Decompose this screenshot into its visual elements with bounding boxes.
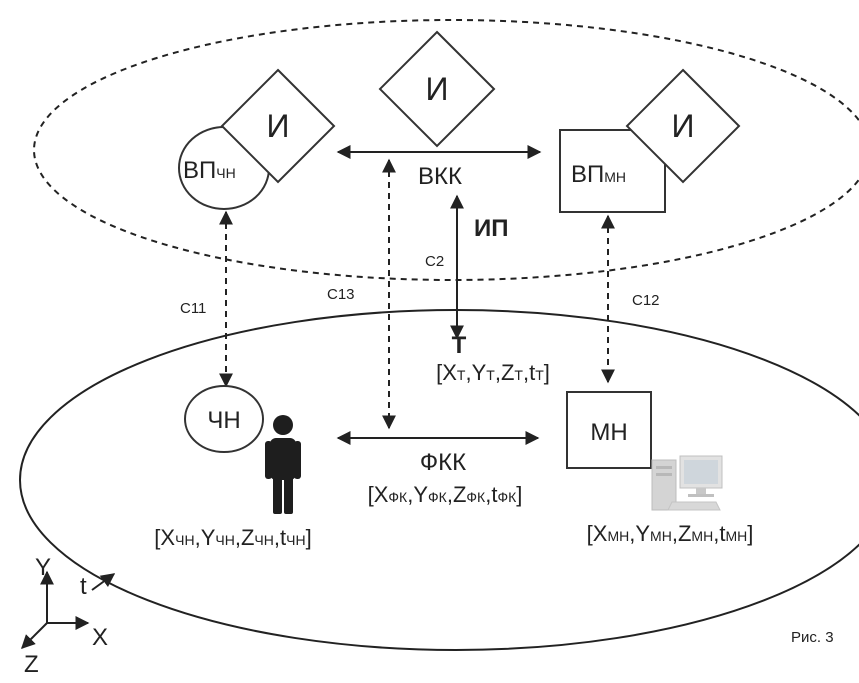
fk-coords: [XФК,YФК,ZФК,tФК] [368, 482, 523, 507]
c11-label: С11 [180, 300, 206, 317]
axis-z-label: Z [24, 651, 39, 678]
chn-circle [184, 385, 264, 453]
figure-caption: Рис. 3 [791, 629, 834, 646]
axis-t-label: t [80, 573, 87, 600]
i-left-label: И [267, 108, 290, 144]
mn-label: МН [590, 419, 627, 446]
vkk-label: ВКК [418, 163, 462, 190]
fkk-label: ФКК [420, 449, 466, 476]
i-center-label: И [426, 71, 449, 107]
c13-label: С13 [327, 286, 355, 303]
vp-chn-main: ВП [183, 157, 216, 184]
c12-label: С12 [632, 292, 660, 309]
chn-coords: [XЧН,YЧН,ZЧН,tЧН] [154, 525, 311, 550]
vp-chn-label: ВПЧН [183, 157, 236, 184]
person-icon [265, 415, 301, 514]
coordinate-axes: Y X Z t [21, 554, 116, 678]
i-right-label: И [672, 108, 695, 144]
vp-mn-label: ВПМН [571, 161, 626, 188]
axis-x-label: X [92, 624, 108, 651]
t-coords: [XТ,YТ,ZТ,tТ] [436, 360, 550, 385]
c2-label: С2 [425, 253, 444, 270]
i-diamond-right [625, 68, 741, 184]
axis-y-label: Y [35, 554, 51, 581]
vp-mn-sub: МН [604, 169, 626, 185]
vp-chn-sub: ЧН [216, 165, 235, 181]
axis-z [21, 622, 48, 649]
t-node-label: Т [452, 332, 467, 359]
axis-t [91, 573, 116, 591]
mn-coords: [XМН,YМН,ZМН,tМН] [587, 521, 754, 546]
vp-mn-main: ВП [571, 161, 604, 188]
computer-icon [651, 455, 723, 511]
ip-label: ИП [474, 215, 509, 242]
mn-box [566, 391, 652, 469]
chn-label: ЧН [207, 407, 240, 434]
i-diamond-left [220, 68, 336, 184]
